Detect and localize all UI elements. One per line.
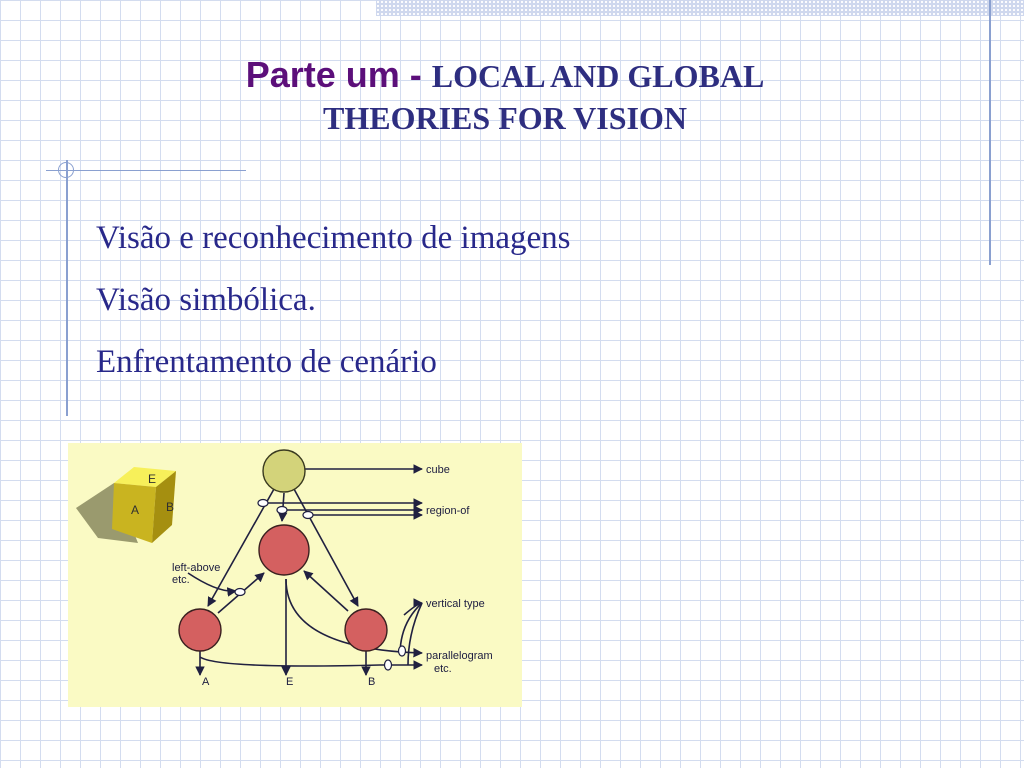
vision-network-figure: E A B bbox=[68, 443, 522, 707]
gate bbox=[234, 587, 246, 597]
gate bbox=[276, 505, 288, 515]
network-connections bbox=[187, 464, 423, 676]
left-to-parallelogram-curve bbox=[199, 656, 423, 670]
ring-decoration bbox=[58, 162, 74, 178]
top-to-left-link bbox=[207, 488, 275, 607]
label-parallelogram: parallelogram bbox=[426, 650, 493, 662]
label-vertical-type: vertical type bbox=[426, 598, 485, 610]
cube-illustration: E A B bbox=[76, 467, 176, 543]
left-above-pointer bbox=[187, 572, 237, 597]
label-region-of: region-of bbox=[426, 505, 470, 517]
title-part-label: Parte um - bbox=[245, 54, 432, 95]
network-diagram: E A B bbox=[76, 449, 493, 688]
title-line-1: LOCAL AND GLOBAL bbox=[431, 58, 765, 94]
bullet-item: Visão e reconhecimento de imagens bbox=[96, 220, 571, 256]
cube-label-b: B bbox=[166, 500, 174, 514]
left-vertical-rule bbox=[66, 160, 68, 416]
label-cube: cube bbox=[426, 464, 450, 476]
top-to-right-link bbox=[293, 488, 359, 607]
label-left-above: left-above bbox=[172, 562, 220, 574]
middle-to-parallelogram-curve bbox=[285, 578, 423, 658]
label-parallelogram-etc: etc. bbox=[434, 663, 452, 675]
label-output-a: A bbox=[202, 676, 210, 688]
gate bbox=[302, 510, 314, 520]
vertical-type-curve-2 bbox=[407, 602, 423, 666]
cube-label-a: A bbox=[131, 503, 139, 517]
right-to-middle-link bbox=[303, 570, 349, 612]
region-node bbox=[258, 524, 310, 576]
top-decorative-bar bbox=[376, 0, 1024, 16]
cube-face-front bbox=[112, 483, 156, 543]
cube-label-e: E bbox=[148, 472, 156, 486]
right-vertical-rule bbox=[989, 0, 991, 265]
gate bbox=[397, 645, 407, 657]
title-line-2: THEORIES FOR VISION bbox=[323, 100, 687, 137]
label-output-b: B bbox=[368, 676, 375, 688]
label-output-e: E bbox=[286, 676, 293, 688]
cube-face-side bbox=[152, 471, 176, 543]
slide-title: Parte um - LOCAL AND GLOBAL THEORIES FOR… bbox=[120, 52, 890, 139]
cube-node bbox=[262, 449, 306, 493]
cube-face-top bbox=[114, 467, 176, 487]
bullet-item: Enfrentamento de cenário bbox=[96, 344, 437, 380]
gate bbox=[383, 659, 393, 671]
gate bbox=[257, 498, 269, 508]
left-horizontal-rule bbox=[46, 170, 246, 171]
face-b-node bbox=[344, 608, 388, 652]
connection-gates bbox=[234, 498, 407, 671]
bullet-list: Visão e reconhecimento de imagens Visão … bbox=[96, 212, 571, 398]
bullet-item: Visão simbólica. bbox=[96, 282, 316, 318]
face-a-node bbox=[178, 608, 222, 652]
label-left-above-etc: etc. bbox=[172, 574, 190, 586]
